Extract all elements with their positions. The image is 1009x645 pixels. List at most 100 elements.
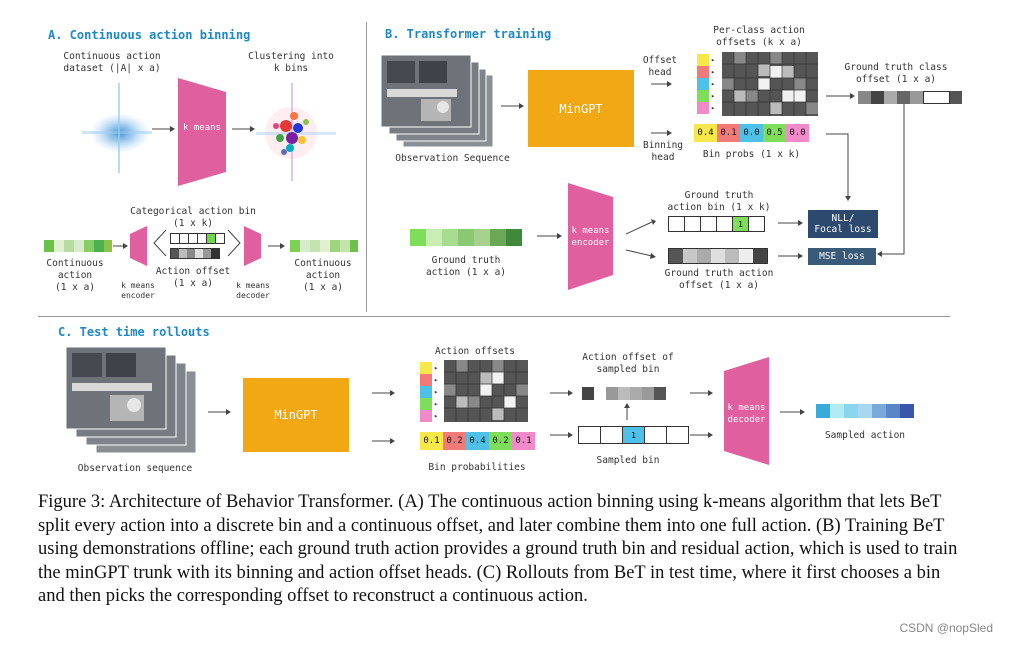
sampled-bin-label: Sampled bin xyxy=(596,455,660,466)
observation-sequence-images-c xyxy=(66,347,197,454)
sampled-offset-vector xyxy=(582,387,666,400)
split-chevron xyxy=(153,229,167,257)
bin-prob-c-2: 0.2 xyxy=(443,432,466,450)
bin-probs-b: 0.4 0.1 0.0 0.5 0.0 xyxy=(694,124,809,142)
continuous-action-vector-left xyxy=(44,240,112,252)
nll-label-1: NLL/ xyxy=(831,213,855,224)
arrow-c-to-sampled-action xyxy=(780,409,805,415)
sampled-action-vector xyxy=(816,404,914,418)
per-class-offsets-2: offsets (k x a) xyxy=(716,37,802,48)
action-offset-label-1: Action offset xyxy=(155,266,231,277)
arrow-binning-head xyxy=(651,130,672,136)
arrow-c-to-offset xyxy=(550,390,573,396)
kmeans-decoder-shape xyxy=(244,226,261,266)
bin-pointer-arrows-b: ▸▸▸▸▸ xyxy=(711,56,716,112)
categorical-bin-label-1: Categorical action bin xyxy=(130,206,256,217)
clustered-scatter xyxy=(256,83,336,181)
arrow-b2 xyxy=(537,233,562,239)
bin-pointer-arrows-c: ▸▸▸▸▸ xyxy=(434,364,439,420)
sampled-bin-one: 1 xyxy=(623,427,645,443)
gt-class-offset-2: offset (1 x a) xyxy=(855,74,937,85)
categorical-bin-label-2: (1 x k) xyxy=(172,218,214,229)
offset-head-2: head xyxy=(648,67,672,78)
binning-head-1: Binning xyxy=(642,140,684,151)
kmeans-decoder-c-1: k means xyxy=(727,403,766,413)
arrow-bin-to-offset xyxy=(624,403,630,420)
sampled-bin-vector: 1 xyxy=(578,426,689,444)
decoder-label-2: decoder xyxy=(236,291,270,300)
continuous-action-vector-right xyxy=(290,240,358,252)
gt-action-vector xyxy=(410,229,522,246)
gt-bin-label-1: Ground truth xyxy=(684,190,754,201)
bin-probabilities-label-c: Bin probabilities xyxy=(428,462,526,473)
arrow-c-probs xyxy=(372,438,395,444)
cluster-label-1: Clustering into xyxy=(248,51,334,62)
kmeans-encoder-shape xyxy=(130,226,147,266)
gt-bin-vector: 1 xyxy=(668,216,765,232)
gt-offset-label-1: Ground truth action xyxy=(664,268,774,279)
nll-label-2: Focal loss xyxy=(814,224,872,235)
offset-sampled-label-2: sampled bin xyxy=(596,364,660,375)
offset-sampled-label-1: Action offset of xyxy=(582,352,674,363)
section-a-title: A. Continuous action binning xyxy=(48,28,251,42)
kmeans-encoder-b-1: k means xyxy=(571,226,610,236)
bin-prob-c-4: 0.2 xyxy=(489,432,512,450)
bin-prob-b-1: 0.4 xyxy=(694,124,717,142)
arrow-offset-head xyxy=(651,81,672,87)
continuous-action-right-1: Continuous xyxy=(294,258,352,269)
gt-action-label-1: Ground truth xyxy=(431,255,501,266)
dataset-label-2: dataset (|A| x a) xyxy=(63,63,161,74)
mingpt-box-c: MinGPT xyxy=(243,378,349,452)
continuous-action-right-2: action xyxy=(305,270,341,281)
kmeans-trapezoid xyxy=(178,78,226,186)
categorical-bin-vector xyxy=(170,233,225,244)
section-b-title: B. Transformer training xyxy=(385,27,552,41)
arrow-b1 xyxy=(501,103,524,109)
bin-colors-c xyxy=(420,362,432,422)
arrow-to-gt-offset xyxy=(626,249,656,259)
continuous-action-left-2: action xyxy=(57,270,93,281)
arrow-to-mse xyxy=(778,253,803,259)
arrow-offset-to-gt xyxy=(826,93,855,99)
bin-probs-label-b: Bin probs (1 x k) xyxy=(702,149,801,160)
decoder-label-1: k means xyxy=(236,281,270,290)
gt-offset-vector xyxy=(668,248,768,264)
action-offset-label-2: (1 x a) xyxy=(172,278,214,289)
action-offset-vector xyxy=(170,248,220,259)
arrow-a2 xyxy=(232,126,255,132)
bin-prob-b-3: 0.0 xyxy=(740,124,763,142)
horizontal-divider xyxy=(38,316,950,317)
per-class-offsets-1: Per-class action xyxy=(713,25,805,36)
arrow-c-to-bin xyxy=(550,432,573,438)
arrow-to-nll xyxy=(778,220,803,226)
nll-focal-loss-box: NLL/ Focal loss xyxy=(808,210,878,238)
bin-probabilities-c: 0.1 0.2 0.4 0.2 0.1 xyxy=(420,432,535,450)
gt-action-label-2: action (1 x a) xyxy=(425,267,507,278)
section-c-title: C. Test time rollouts xyxy=(58,325,210,339)
figure-caption: Figure 3: Architecture of Behavior Trans… xyxy=(38,492,958,606)
bin-prob-b-2: 0.1 xyxy=(717,124,740,142)
bin-prob-b-4: 0.5 xyxy=(763,124,786,142)
obs-seq-label-c: Observation sequence xyxy=(77,463,193,474)
dataset-label-1: Continuous action xyxy=(63,51,161,62)
kmeans-label: k means xyxy=(183,123,221,133)
bin-prob-c-5: 0.1 xyxy=(512,432,535,450)
arrow-c-offsets xyxy=(372,390,395,396)
merge-chevron xyxy=(227,229,241,257)
continuous-action-right-3: (1 x a) xyxy=(302,282,344,293)
encoder-label-2: encoder xyxy=(121,291,155,300)
arrow-c-to-decoder-top xyxy=(690,390,713,396)
cluster-label-2: k bins xyxy=(273,63,309,74)
gt-offset-label-2: offset (1 x a) xyxy=(678,280,760,291)
arrow-a1 xyxy=(152,126,175,132)
bin-prob-c-3: 0.4 xyxy=(466,432,489,450)
binning-head-2: head xyxy=(651,152,675,163)
sampled-action-label: Sampled action xyxy=(824,430,906,441)
obs-seq-label-b: Observation Sequence xyxy=(395,153,510,164)
arrow-to-gt-bin xyxy=(626,219,656,235)
bin-prob-b-5: 0.0 xyxy=(786,124,809,142)
gt-class-offset-1: Ground truth class xyxy=(844,62,948,73)
gt-bin-one: 1 xyxy=(733,217,749,231)
continuous-action-left-1: Continuous xyxy=(46,258,104,269)
gt-class-offset-vector xyxy=(858,91,962,104)
